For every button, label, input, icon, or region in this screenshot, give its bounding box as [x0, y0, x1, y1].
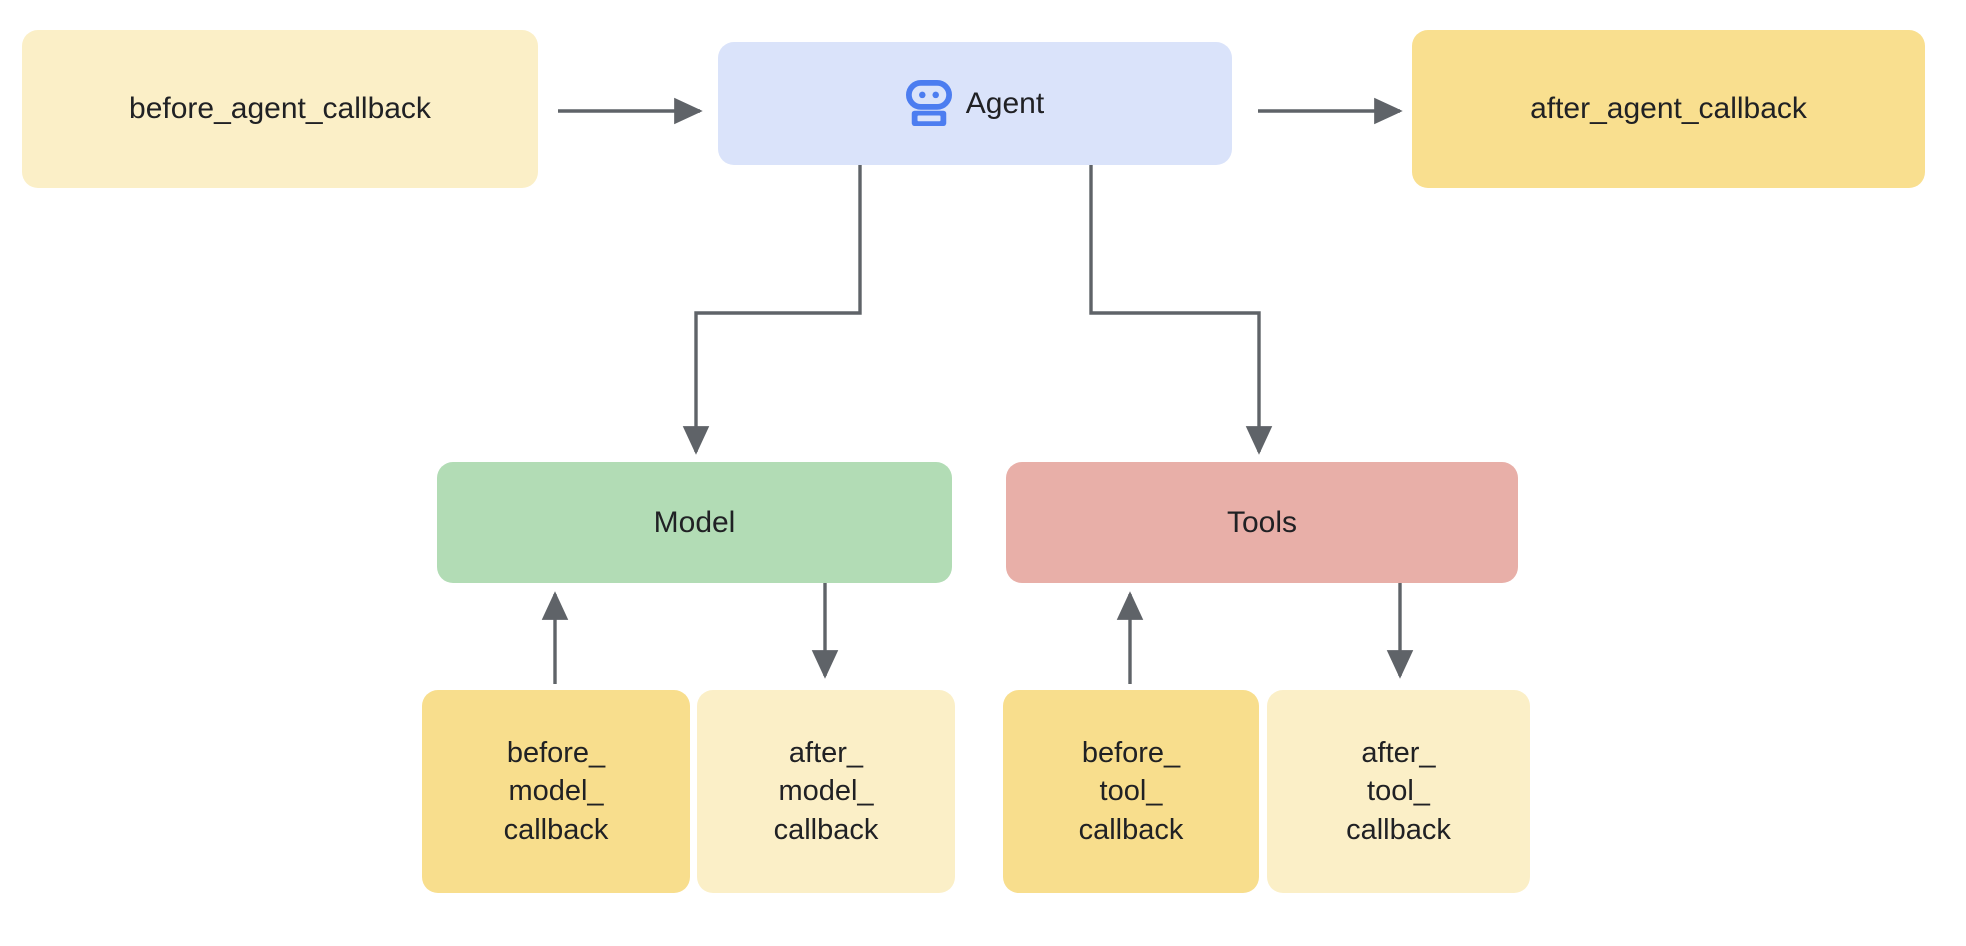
node-before-agent-callback[interactable]: before_agent_callback — [22, 30, 538, 188]
node-before-tool-callback-label: before_ tool_ callback — [1078, 737, 1184, 846]
node-before-model-callback-label: before_ model_ callback — [503, 737, 609, 846]
node-before-agent-callback-label: before_agent_callback — [129, 92, 431, 126]
node-after-tool-callback-label: after_ tool_ callback — [1346, 737, 1451, 846]
node-after-model-callback[interactable]: after_ model_ callback — [697, 690, 955, 893]
node-after-agent-callback[interactable]: after_agent_callback — [1412, 30, 1925, 188]
node-agent[interactable]: Agent — [718, 42, 1232, 165]
node-model[interactable]: Model — [437, 462, 952, 583]
robot-icon — [905, 79, 952, 126]
node-after-tool-callback[interactable]: after_ tool_ callback — [1267, 690, 1530, 893]
node-tools-label: Tools — [1226, 505, 1298, 539]
node-after-model-callback-label: after_ model_ callback — [773, 737, 879, 846]
edge-agent-to-tools — [1089, 165, 1273, 455]
node-after-agent-callback-label: after_agent_callback — [1530, 92, 1807, 126]
node-agent-label: Agent — [965, 86, 1045, 120]
node-tools[interactable]: Tools — [1006, 462, 1518, 583]
edge-agent-to-model — [682, 165, 862, 455]
node-model-label: Model — [653, 505, 736, 539]
node-before-model-callback[interactable]: before_ model_ callback — [422, 690, 690, 893]
node-before-tool-callback[interactable]: before_ tool_ callback — [1003, 690, 1259, 893]
